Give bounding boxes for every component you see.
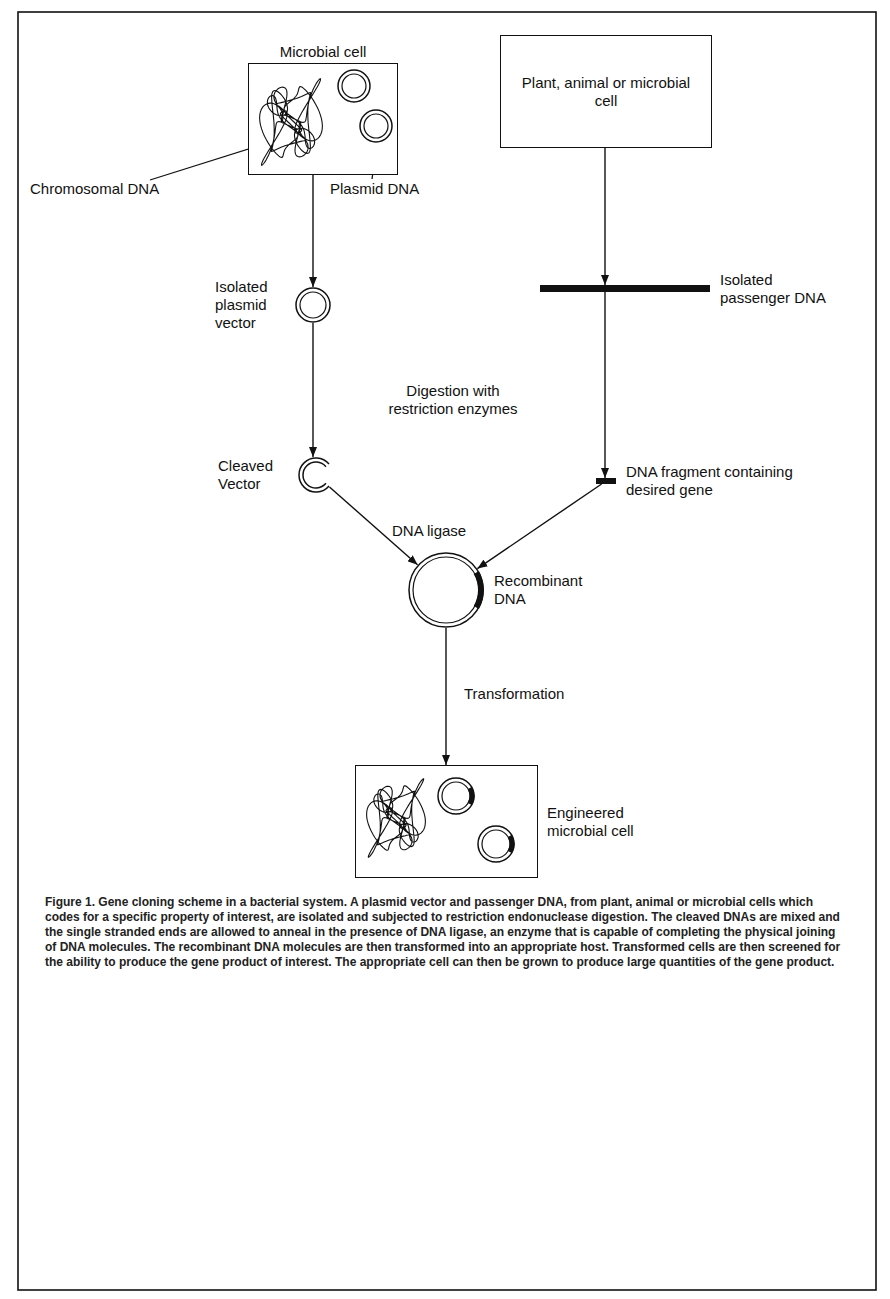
chromosome-drawing (260, 79, 323, 165)
arrow-connector (312, 323, 313, 457)
node-drawing (408, 552, 484, 628)
node-drawing (596, 478, 616, 484)
node-drawing (356, 766, 537, 877)
node-label: Isolated passenger DNA (720, 271, 830, 307)
plasmid-ring (478, 826, 514, 862)
node-label: DNA fragment containing desired gene (626, 463, 801, 499)
source-cell-box: Plant, animal or microbial cell (500, 35, 712, 148)
edge-label: Transformation (462, 685, 566, 703)
dna-bar (540, 285, 710, 292)
arrow-connector (312, 175, 313, 287)
passenger-dna: Isolated passenger DNA (540, 285, 710, 292)
plasmid-ring (442, 782, 470, 810)
plasmid-ring (364, 114, 388, 138)
page-frame (18, 12, 876, 1290)
node-drawing (540, 285, 710, 292)
part-label: Chromosomal DNA (30, 180, 190, 198)
step-label: DNA ligase (392, 522, 492, 540)
plasmid-ring (413, 557, 479, 623)
part-label: Plasmid DNA (330, 180, 440, 198)
step-label: Digestion with restriction enzymes (388, 382, 518, 418)
dna-bar (596, 478, 616, 484)
plasmid-vector: Isolated plasmid vector (295, 287, 331, 323)
node-drawing (249, 64, 397, 174)
node-label: Plant, animal or microbial cell (501, 36, 711, 147)
plasmid-ring (296, 288, 330, 322)
plasmid-ring (482, 830, 510, 858)
cleaved-vector: Cleaved Vector (298, 457, 334, 493)
cell-box: Microbial cell (248, 63, 398, 175)
gene-insert (510, 836, 512, 852)
figure-caption: Figure 1. Gene cloning scheme in a bacte… (45, 895, 850, 970)
plasmid-ring (360, 110, 392, 142)
recombinant-dna: Recombinant DNA (408, 552, 484, 628)
node-label: Isolated plasmid vector (215, 278, 287, 332)
leader-line (150, 146, 258, 180)
plasmid-ring (409, 553, 483, 627)
node-drawing (295, 287, 331, 323)
node-label: Microbial cell (280, 43, 367, 61)
plasmid-ring (438, 778, 474, 814)
gene-insert (476, 573, 481, 608)
node-label: Recombinant DNA (494, 572, 599, 608)
plasmid-ring (300, 292, 326, 318)
chromosome-drawing (367, 779, 426, 857)
dna-fragment: DNA fragment containing desired gene (596, 478, 616, 484)
engineered-cell-box: Engineered microbial cell (355, 765, 538, 878)
arrow-connector (604, 292, 605, 478)
node-drawing (298, 457, 334, 493)
plasmid-ring (342, 74, 366, 98)
gene-insert (470, 788, 472, 804)
node-label: Engineered microbial cell (547, 804, 642, 840)
cleaved-vector-drawing (303, 462, 326, 488)
plasmid-ring (338, 70, 370, 102)
arrow-connector (604, 148, 605, 285)
node-label: Cleaved Vector (218, 457, 290, 493)
arrow-connector (477, 484, 601, 569)
cleaved-vector-drawing (299, 458, 329, 492)
arrow-connector (445, 628, 446, 765)
